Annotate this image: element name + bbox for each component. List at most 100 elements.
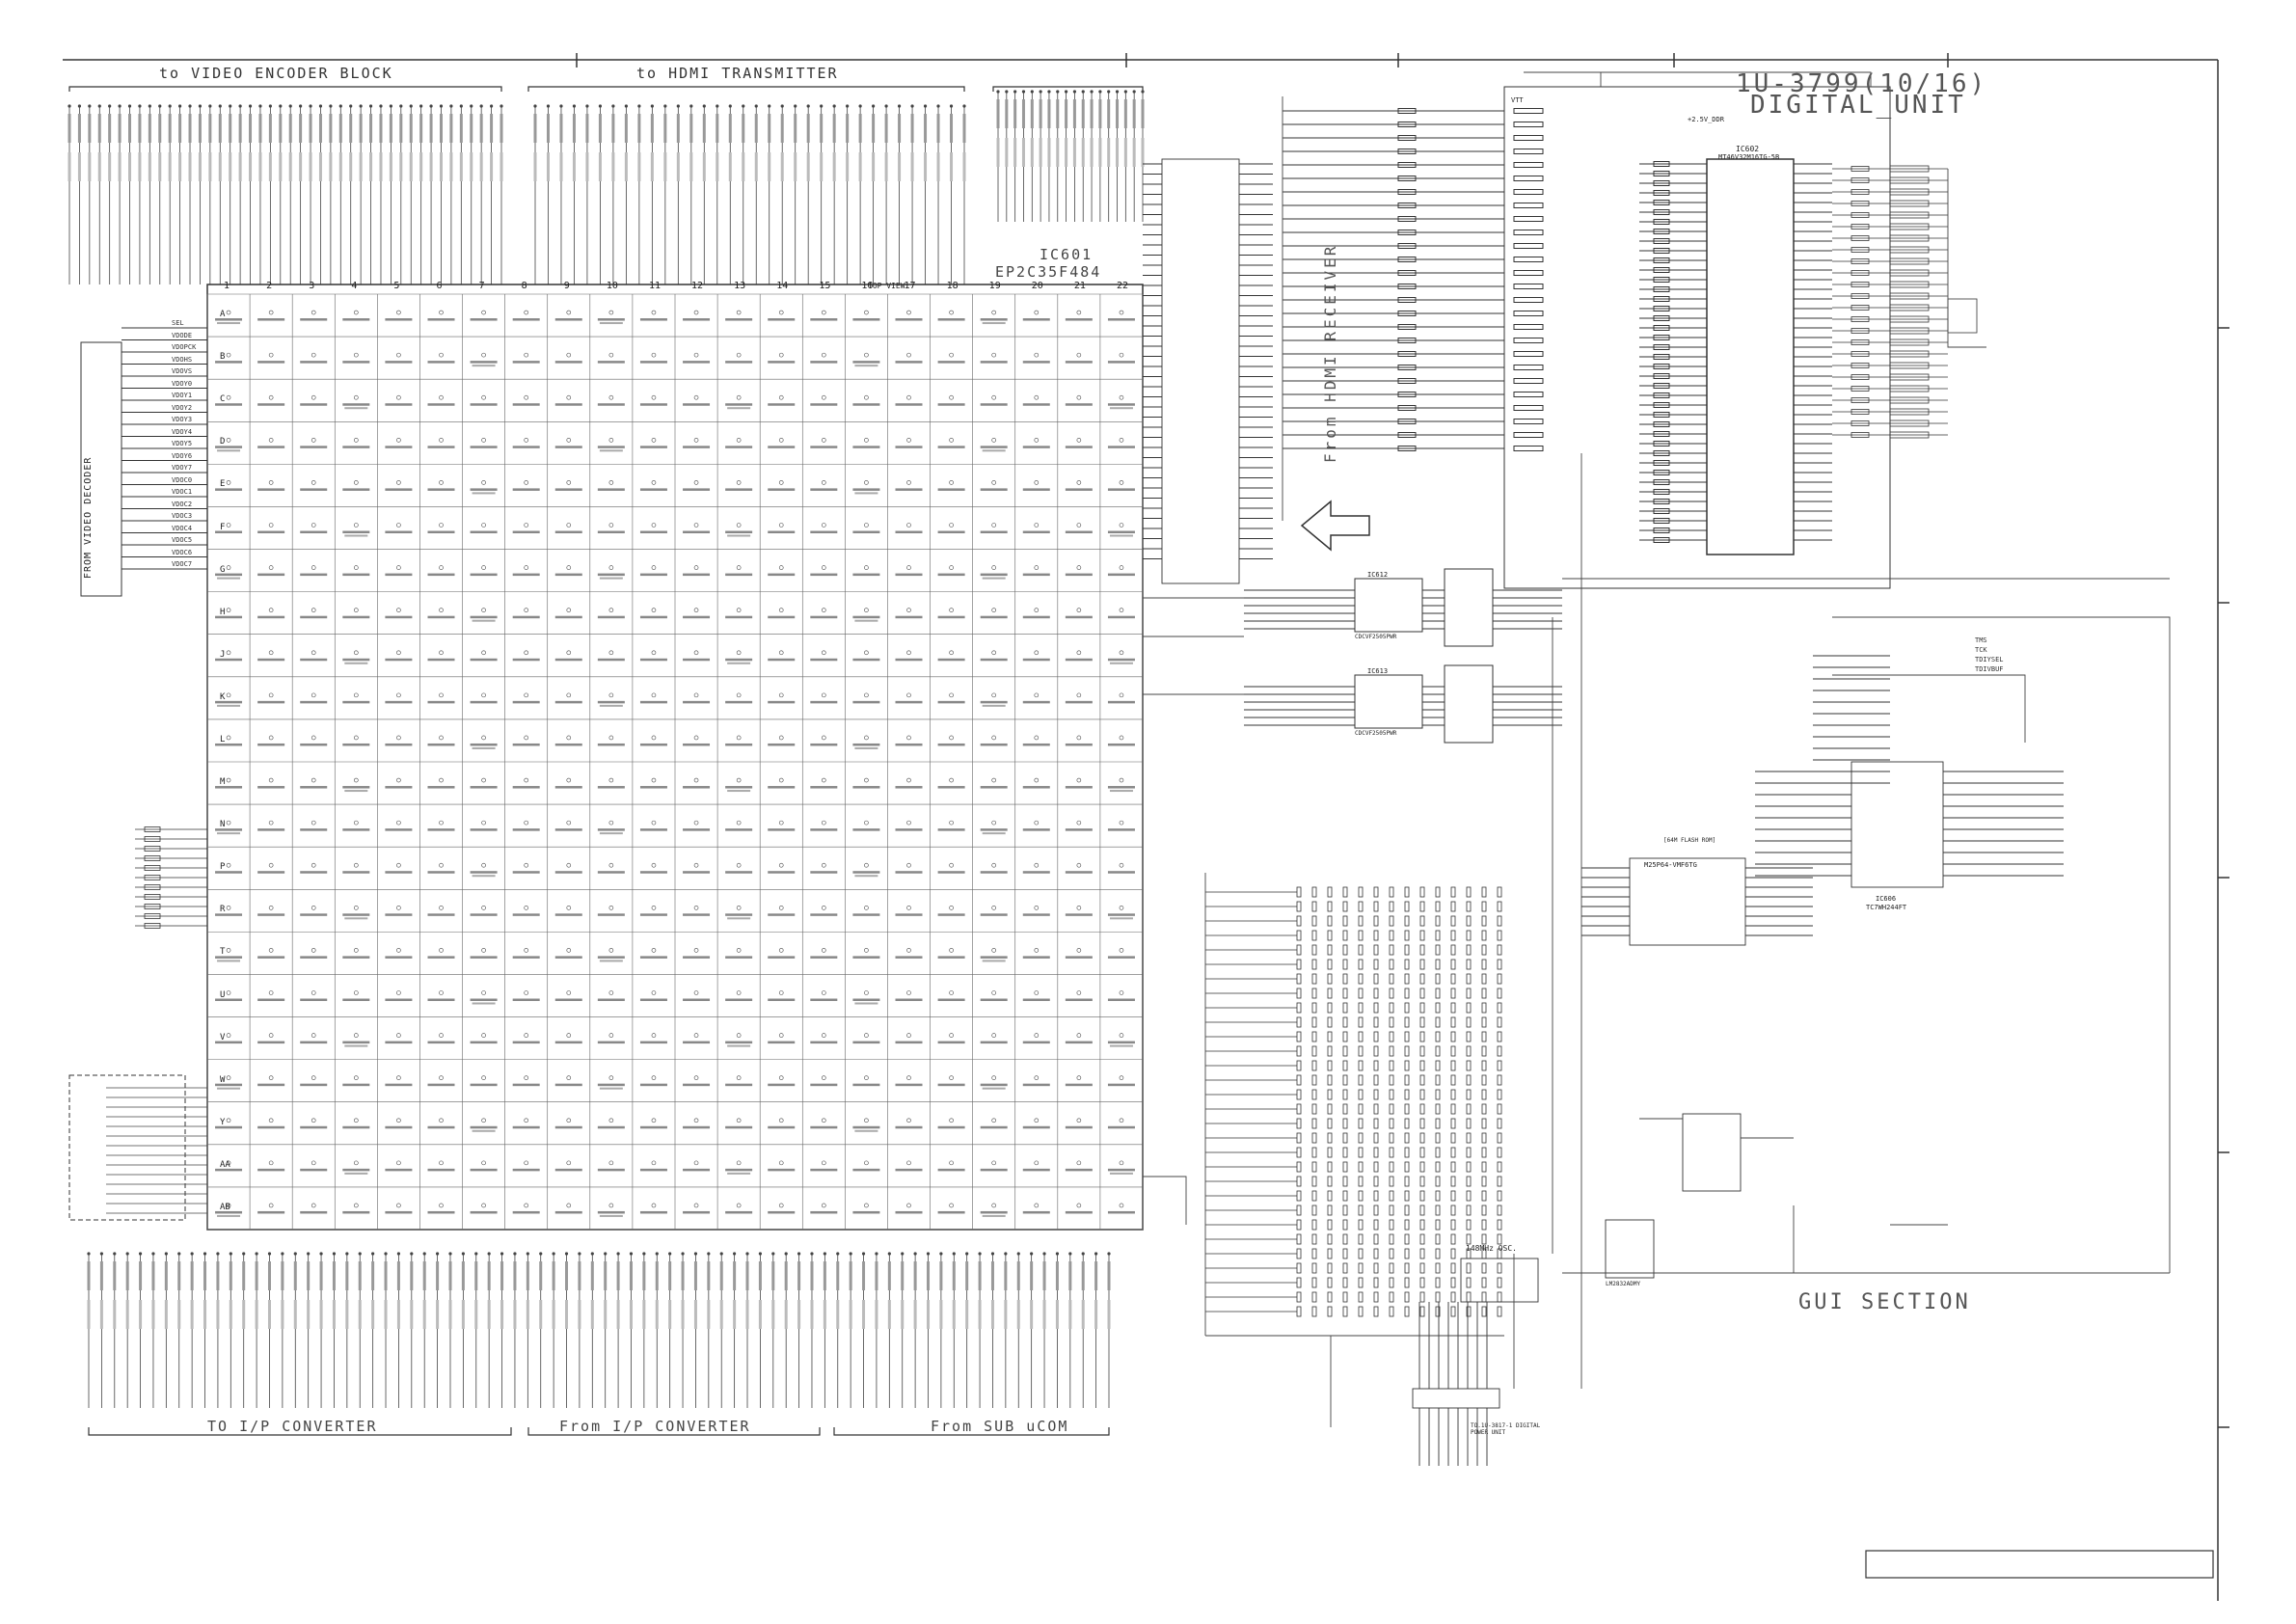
- fpga-col-5: 5: [393, 281, 400, 291]
- pin-sel: SEL: [172, 319, 184, 327]
- fpga-col-4: 4: [351, 281, 358, 291]
- fpga-col-17: 17: [904, 281, 916, 291]
- pin-vdoc4: VDOC4: [172, 524, 193, 532]
- ic606-label: IC606: [1876, 895, 1897, 903]
- vtt-label: VTT: [1511, 96, 1524, 104]
- fpga-col-11: 11: [648, 281, 661, 291]
- ic613-part: CDCVF2505PWR: [1355, 730, 1397, 737]
- doc-number: 1U-3799(10/16): [1736, 69, 1988, 98]
- ic610-part: LM2832ADMY: [1606, 1281, 1641, 1287]
- fpga-row-AB: AB: [220, 1202, 230, 1212]
- pin-vdoc2: VDOC2: [172, 500, 193, 508]
- video-encoder-pin-fanout: [68, 104, 503, 284]
- pin-vdoy4: VDOY4: [172, 427, 193, 436]
- section-name: GUI SECTION: [1798, 1290, 1971, 1314]
- fpga-ic601-body: [206, 284, 1144, 1231]
- header-hdmi-transmitter: to HDMI TRANSMITTER: [636, 65, 839, 82]
- jtag-tms: TMS: [1975, 636, 1987, 644]
- pin-vdopck: VDOPCK: [172, 343, 197, 351]
- fpga-row-R: R: [220, 905, 226, 915]
- fpga-row-Y: Y: [220, 1117, 226, 1127]
- hdmi-tx-pin-fanout: [533, 104, 966, 284]
- pin-vdoc5: VDOC5: [172, 536, 193, 544]
- fpga-col-2: 2: [266, 281, 273, 291]
- unit-name: DIGITAL_UNIT: [1750, 91, 1966, 120]
- pin-vdoy3: VDOY3: [172, 416, 193, 423]
- pin-vdoc0: VDOC0: [172, 475, 193, 484]
- fpga-col-14: 14: [776, 281, 789, 291]
- ic602-part: MT46V32M16TG-5B: [1718, 153, 1780, 161]
- dashed-option-box: [68, 1074, 186, 1221]
- fpga-row-E: E: [220, 479, 226, 490]
- video-decoder-connector: [80, 327, 207, 597]
- fpga-row-U: U: [220, 989, 226, 1000]
- fpga-col-8: 8: [521, 281, 527, 291]
- fpga-row-W: W: [220, 1074, 226, 1085]
- fpga-col-9: 9: [563, 281, 570, 291]
- fpga-col-19: 19: [988, 281, 1001, 291]
- fpga-col-10: 10: [606, 281, 618, 291]
- header-from-sub-ucom: From SUB uCOM: [931, 1418, 1069, 1435]
- ic606-part: TC7WH244FT: [1866, 904, 1907, 911]
- bottom-pin-fanout: [87, 1252, 1111, 1408]
- fpga-row-AA: AA: [220, 1159, 230, 1170]
- ddr-ram-ic602: [1283, 86, 1891, 589]
- fpga-col-16: 16: [861, 281, 874, 291]
- jtag-tck: TCK: [1975, 646, 1987, 654]
- fpga-col-15: 15: [819, 281, 831, 291]
- fpga-row-H: H: [220, 607, 226, 617]
- pin-vdovs: VDOVS: [172, 367, 193, 375]
- ic612-part: CDCVF2505PWR: [1355, 634, 1397, 640]
- fpga-col-13: 13: [734, 281, 746, 291]
- dashed-box-pins: [106, 1087, 207, 1214]
- fpga-col-6: 6: [436, 281, 443, 291]
- fpga-col-12: 12: [691, 281, 704, 291]
- title-block-box: [1865, 1550, 2214, 1579]
- routing-traces: [1143, 71, 2171, 1427]
- header-video-encoder: to VIDEO ENCODER BLOCK: [159, 65, 393, 82]
- header-from-ip-converter: From I/P CONVERTER: [559, 1418, 751, 1435]
- fpga-col-20: 20: [1031, 281, 1043, 291]
- hdmi-receiver-connector: [1143, 158, 1370, 584]
- sheet-border: [63, 53, 2229, 1601]
- fpga-row-G: G: [220, 564, 226, 575]
- fpga-ref: IC601: [1040, 246, 1094, 263]
- fpga-row-K: K: [220, 691, 226, 702]
- fpga-row-P: P: [220, 862, 226, 873]
- pin-vdoy1: VDOY1: [172, 392, 193, 399]
- pin-vdoc7: VDOC7: [172, 560, 193, 568]
- flash-label: [64M FLASH ROM]: [1663, 837, 1716, 844]
- config-area: [1460, 655, 2064, 1303]
- fpga-row-J: J: [220, 649, 226, 660]
- pin-vdoy2: VDOY2: [172, 403, 193, 412]
- power-connector: [1412, 1302, 1500, 1466]
- bottom-brackets: [88, 1427, 1110, 1436]
- flash-part: M25P64-VMF6TG: [1644, 861, 1697, 869]
- pin-vdoy5: VDOY5: [172, 440, 193, 447]
- fpga-row-V: V: [220, 1032, 226, 1042]
- ic602-label: IC602: [1736, 145, 1760, 153]
- fpga-col-18: 18: [946, 281, 959, 291]
- pin-vdoy0: VDOY0: [172, 379, 193, 388]
- fpga-row-D: D: [220, 437, 226, 447]
- fpga-row-B: B: [220, 352, 226, 363]
- pin-vdohs: VDOHS: [172, 355, 193, 364]
- pin-vdoc6: VDOC6: [172, 548, 193, 556]
- label-from-video-decoder: FROM VIDEO DECODER: [83, 456, 94, 579]
- top-brackets: [68, 86, 1144, 92]
- jtag-tdiysel: TDIYSEL: [1975, 656, 2004, 663]
- fpga-row-L: L: [220, 734, 226, 744]
- ic613-label: IC613: [1367, 667, 1389, 675]
- osc-label: 148MHz OSC.: [1466, 1244, 1517, 1253]
- fpga-row-T: T: [220, 947, 226, 958]
- fpga-row-F: F: [220, 522, 226, 532]
- left-resistor-array: [135, 826, 207, 929]
- ddr-data-pin-fanout: [996, 90, 1145, 222]
- fpga-row-C: C: [220, 394, 226, 405]
- right-resistor-array: [1832, 165, 1978, 439]
- pin-vdode: VDODE: [172, 331, 193, 339]
- fpga-col-21: 21: [1073, 281, 1086, 291]
- fpga-row-A: A: [220, 310, 226, 320]
- fpga-col-22: 22: [1116, 281, 1128, 291]
- fpga-row-N: N: [220, 820, 226, 830]
